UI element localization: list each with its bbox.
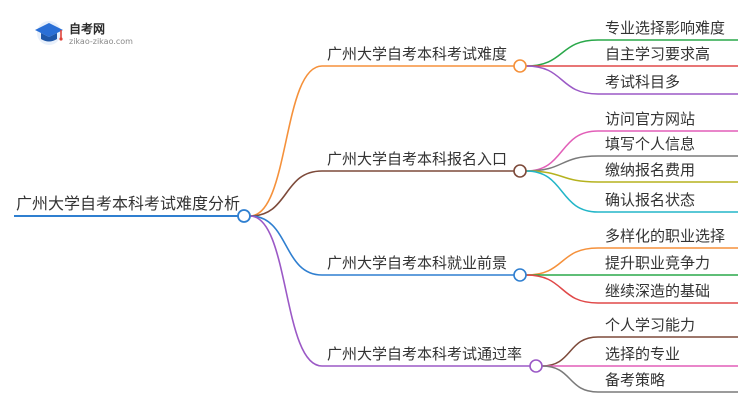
root-node	[237, 209, 251, 223]
leaf-label: 个人学习能力	[605, 316, 696, 334]
leaf-connector	[525, 274, 599, 304]
branch-node	[513, 164, 527, 178]
leaf-label: 考试科目多	[605, 73, 681, 91]
logo-url: zikao-zikao.com	[69, 37, 133, 46]
branch-node	[513, 59, 527, 73]
site-logo[interactable]: 自考网 zikao-zikao.com	[32, 18, 142, 52]
logo-title: 自考网	[69, 22, 106, 36]
leaf-label: 访问官方网站	[605, 110, 696, 128]
leaf-label: 自主学习要求高	[605, 45, 711, 63]
leaf-connector	[525, 247, 599, 276]
leaf-connector	[525, 170, 599, 213]
leaf-connector	[525, 65, 599, 95]
leaf-connector	[541, 336, 599, 367]
leaf-label: 缴纳报名费用	[605, 161, 696, 179]
leaf-label: 备考策略	[605, 371, 666, 389]
leaf-label: 填写个人信息	[605, 135, 696, 153]
branch-label: 广州大学自考本科考试难度	[327, 45, 508, 63]
leaf-label: 继续深造的基础	[605, 282, 711, 300]
branch-connector	[249, 65, 323, 217]
leaf-label: 提升职业竞争力	[605, 254, 711, 272]
leaf-connector	[525, 39, 599, 67]
leaf-connector	[541, 365, 599, 393]
graduation-cap-icon	[35, 21, 63, 45]
leaf-label: 专业选择影响难度	[605, 19, 726, 37]
leaf-connector	[525, 170, 599, 183]
leaf-label: 多样化的职业选择	[605, 227, 726, 245]
leaf-connector	[525, 155, 599, 172]
branch-connector	[249, 170, 323, 217]
branch-connector	[249, 215, 323, 276]
root-topic-label: 广州大学自考本科考试难度分析	[16, 194, 241, 213]
branch-label: 广州大学自考本科考试通过率	[327, 345, 523, 363]
branch-label: 广州大学自考本科就业前景	[327, 254, 508, 272]
branch-label: 广州大学自考本科报名入口	[327, 150, 508, 168]
branch-node	[513, 268, 527, 282]
leaf-label: 选择的专业	[605, 345, 681, 363]
branch-node	[529, 359, 543, 373]
branch-connector	[249, 215, 323, 367]
leaf-connector	[525, 130, 599, 172]
leaf-label: 确认报名状态	[605, 191, 696, 209]
